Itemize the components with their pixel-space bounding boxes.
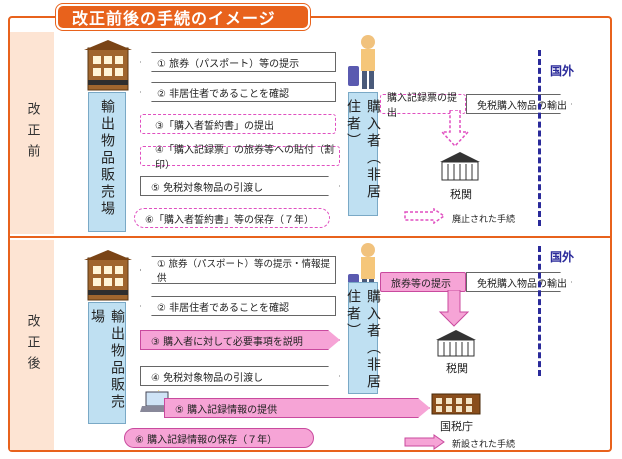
new-legend-label: 新設された手続 [452, 440, 516, 450]
after-section-label: 改正後 [10, 240, 54, 450]
diagram-title: 改正前後の手続のイメージ [56, 4, 310, 30]
before-step-2: ② 非居住者であることを確認 [140, 82, 336, 102]
store-building-icon [84, 40, 132, 91]
before-down-arrow [440, 110, 470, 148]
before-step-3-abolished: ③「購入者誓約書」の提出 [140, 114, 336, 134]
before-foreign-label: 国外 [550, 64, 575, 78]
after-step-6-new: ⑥ 購入記録情報の保存（７年） [124, 428, 314, 448]
before-step-1: ① 旅券（パスポート）等の提示 [140, 52, 336, 72]
after-step-5-new: ⑤ 購入記録情報の提供 [164, 398, 430, 418]
after-store-box: 輸出物品販売場 [88, 302, 126, 424]
abolished-legend-label: 廃止された手続 [452, 215, 516, 225]
after-step-1: ① 旅券（パスポート）等の提示・情報提供 [140, 256, 336, 284]
after-export: 免税購入物品の輸出 [466, 272, 572, 292]
before-store-box: 輸出物品販売場 [88, 92, 126, 232]
before-export: 免税購入物品の輸出 [466, 94, 572, 114]
after-border-line [538, 246, 541, 376]
buyer-person-icon [348, 35, 375, 89]
after-passport-present: 旅券等の提示 [380, 272, 466, 292]
customs-building-icon [440, 152, 480, 181]
after-foreign-label: 国外 [550, 250, 575, 264]
abolished-legend-arrow [404, 208, 446, 224]
before-step-4-abolished: ④「購入記録票」の旅券等への貼付（割印） [140, 145, 340, 171]
new-legend-arrow [404, 434, 445, 450]
customs-building-icon [436, 330, 476, 357]
after-step-3-new: ③ 購入者に対して必要事項を説明 [140, 330, 340, 350]
after-tax-agency-label: 国税庁 [440, 420, 473, 433]
after-customs-label: 税関 [446, 362, 468, 375]
after-step-2: ② 非居住者であることを確認 [140, 296, 336, 316]
before-border-line [538, 50, 541, 226]
before-step-6-abolished: ⑥「購入者誓約書」等の保存（７年） [134, 208, 330, 228]
before-buyer-box: 購入者（非居住者） [345, 92, 381, 216]
tax-agency-building-icon [431, 393, 481, 415]
before-section-label: 改正前 [10, 32, 54, 234]
before-customs-label: 税関 [450, 188, 472, 201]
section-divider [8, 236, 612, 238]
after-buyer-box: 購入者（非居住者） [345, 282, 381, 394]
store-building-icon [84, 250, 132, 301]
before-submit-record: 購入記録票の提出 [380, 93, 466, 119]
after-down-arrow [438, 290, 470, 327]
before-step-5: ⑤ 免税対象物品の引渡し [140, 176, 340, 196]
diagram-frame [8, 16, 612, 452]
after-step-4: ④ 免税対象物品の引渡し [140, 366, 340, 386]
